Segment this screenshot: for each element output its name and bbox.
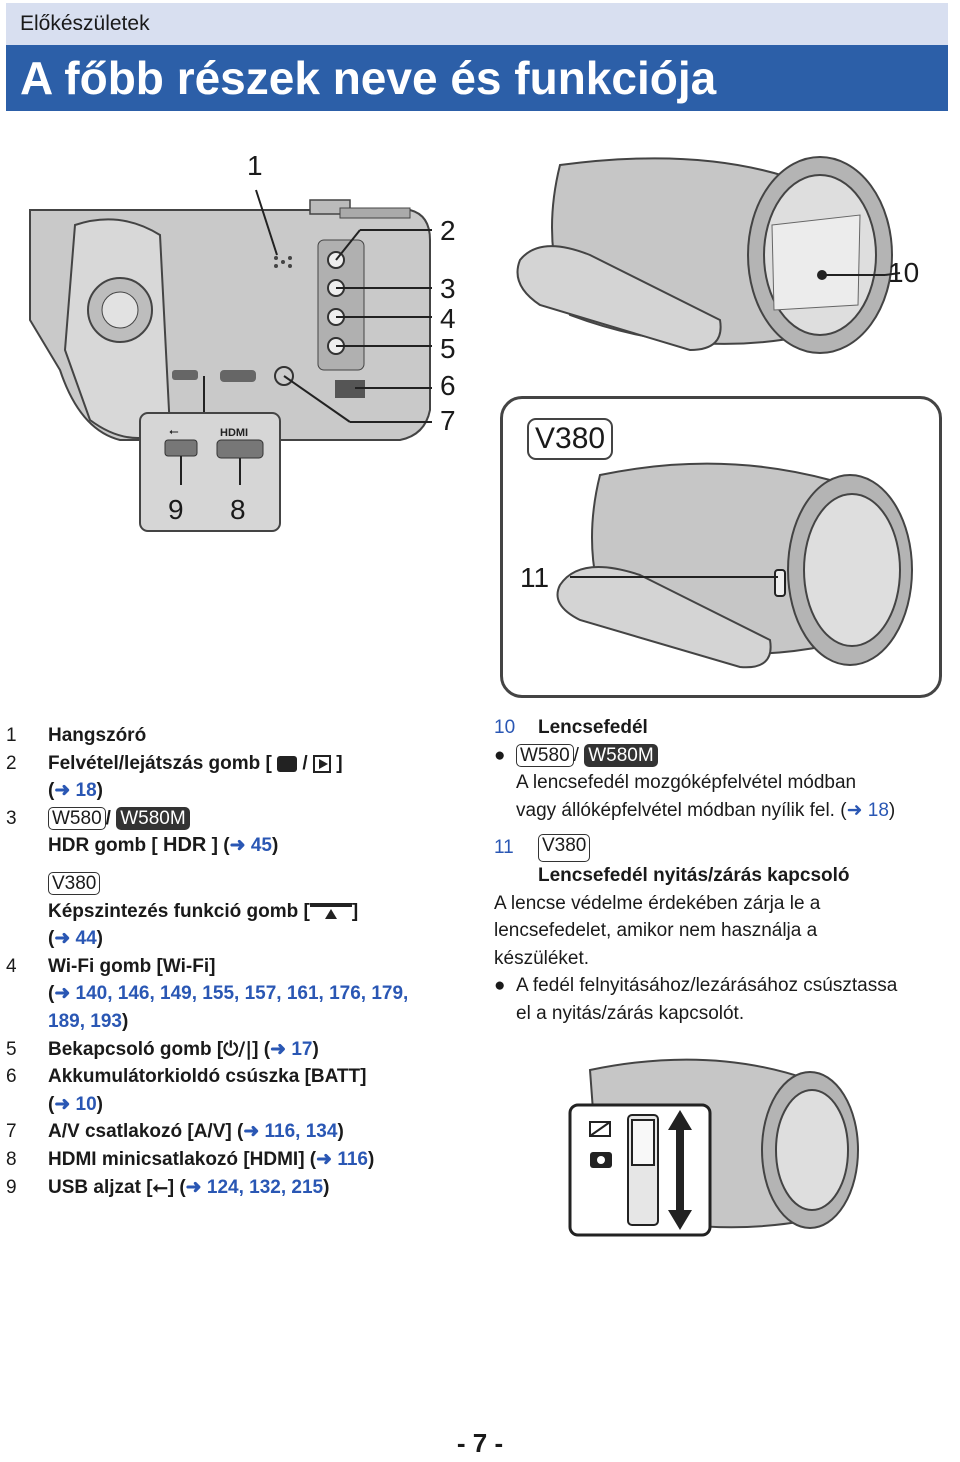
movie-camera-icon [277,755,298,772]
v380-figure-frame [500,396,942,698]
list-item: 7 A/V csatlakozó [A/V] (➜ 116, 134) [6,1121,344,1143]
list-ref: (➜ 18) [48,780,103,802]
callout-10: 10 [888,257,920,288]
list-item: 3 W580/ W580M [6,805,476,833]
model-badge: W580M [116,806,190,830]
callout-4: 4 [440,303,456,334]
list-item: 8 HDMI minicsatlakozó [HDMI] (➜ 116) [6,1148,375,1170]
callout-6: 6 [440,370,456,401]
power-icon: ⏻/| [223,1037,253,1060]
svg-text:HDMI: HDMI [220,427,248,439]
list-item-text: Képszintezés funkció gomb [] [48,900,359,922]
callout-9: 9 [168,494,184,525]
page-header: Előkészületek A főbb részek neve és funk… [6,3,948,111]
callout-7: 7 [440,405,456,436]
v380-badge: V380 [527,418,614,460]
page-title: A főbb részek neve és funkciója [20,52,717,104]
lens-switch-illustration [568,1058,859,1237]
model-badge: W580 [48,806,106,830]
model-badge: V380 [48,871,101,895]
model-badge: W580M [584,743,658,767]
camera-front-illustration [516,156,901,354]
list-item: 9 USB aljzat [⭠] (➜ 124, 132, 215) [6,1175,330,1198]
list-ref: (➜ 10) [48,1093,103,1115]
camera-side-illustration: ⭠ HDMI [29,189,432,532]
item-10: 10 Lencsefedél [494,717,648,738]
right-column: 10 Lencsefedél ● W580/ W580M A lencsefed… [494,714,954,1028]
hdr-icon: HDR [163,834,207,857]
callout-5: 5 [440,333,456,364]
callout-2: 2 [440,215,456,246]
list-item: 2 Felvétel/lejátszás gomb [ / ] [6,752,343,774]
play-icon [312,754,331,773]
list-item: 1 Hangszóró [6,725,147,746]
list-item-text: HDR gomb [ HDR ] (➜ 45) [48,834,279,857]
callout-3: 3 [440,273,456,304]
list-ref: 189, 193) [48,1010,129,1032]
parts-list: 1 Hangszóró 2 Felvétel/lejátszás gomb [ … [6,722,476,1201]
list-ref: (➜ 140, 146, 149, 155, 157, 161, 176, 17… [48,983,409,1005]
svg-text:⭠: ⭠ [169,424,179,438]
list-item: 6 Akkumulátorkioldó csúszka [BATT] [6,1066,367,1088]
model-badge: V380 [538,834,591,862]
callout-8: 8 [230,494,246,525]
list-ref: (➜ 44) [48,928,103,950]
model-badge: W580 [516,743,574,767]
camera-v380-illustration [556,462,913,669]
page-number: - 7 - [456,1428,504,1458]
list-item: 4 Wi-Fi gomb [Wi-Fi] [6,955,216,977]
section-title: Előkészületek [6,3,948,45]
usb-icon: ⭠ [152,1175,168,1198]
level-shot-icon [309,902,352,921]
callout-1: 1 [247,150,263,181]
list-item: 5 Bekapcsoló gomb [⏻/|] (➜ 17) [6,1037,319,1060]
callout-11: 11 [520,562,550,593]
item-11: 11 V380 [494,834,954,862]
